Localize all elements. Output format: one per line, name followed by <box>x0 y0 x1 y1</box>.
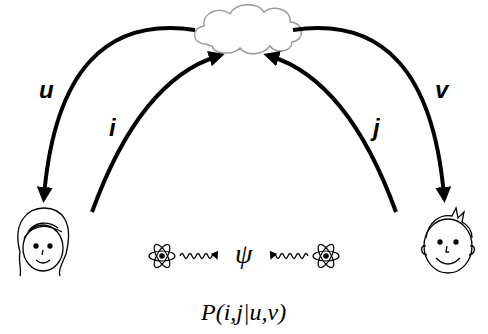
arrow-label: i <box>109 116 116 140</box>
arrow-label: j <box>373 116 380 140</box>
atom-symbol <box>313 242 339 270</box>
arrow-j <box>270 56 396 212</box>
wavy-arrow <box>272 254 308 259</box>
caption: P(i,j|u,v) <box>201 300 286 324</box>
arrow-u <box>44 28 195 196</box>
arrow-i <box>92 56 218 212</box>
state-symbol: ψ <box>235 240 252 268</box>
arrow-v <box>293 28 444 196</box>
atom-symbol <box>149 242 175 270</box>
wavy-arrow <box>180 254 216 259</box>
arrow-label: v <box>435 78 448 102</box>
cloud <box>194 5 301 54</box>
boy-figure <box>422 208 475 273</box>
girl-figure <box>18 208 69 276</box>
arrow-label: u <box>39 78 54 102</box>
